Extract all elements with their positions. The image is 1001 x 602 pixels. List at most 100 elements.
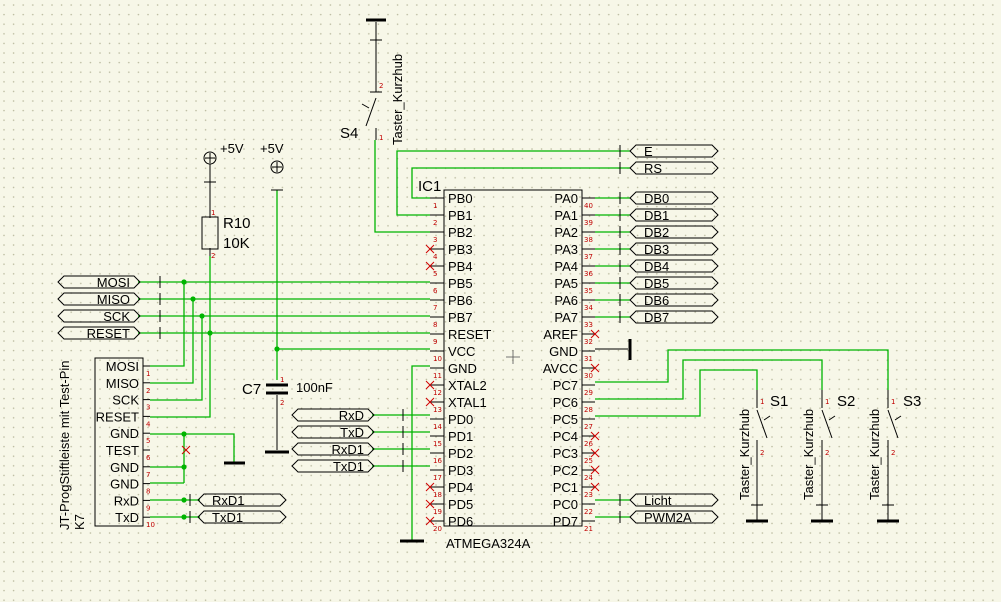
net-label: RxD1 xyxy=(291,442,375,457)
net-label-text: DB7 xyxy=(644,310,669,325)
ic1-pin-name: PB2 xyxy=(448,225,473,240)
k7-pin-number: 4 xyxy=(146,420,151,428)
capacitor-c7: +5V C7 100nF 1 2 xyxy=(242,141,333,454)
no-connect-mark xyxy=(425,499,435,509)
k7-pin-name: GND xyxy=(110,460,139,475)
ic1-pin-name: PD1 xyxy=(448,429,473,444)
ic1-pin-number: 15 xyxy=(433,440,442,448)
ic1-pin-name: PA0 xyxy=(554,191,578,206)
ic1-pin-name: PC2 xyxy=(553,463,578,478)
net-label: Licht xyxy=(629,493,719,508)
ic1-pin-number: 38 xyxy=(584,236,593,244)
ic1-pin-number: 27 xyxy=(584,423,593,431)
no-connect-mark xyxy=(590,482,600,492)
net-label: TxD1 xyxy=(197,510,287,525)
ic1-pin-number: 35 xyxy=(584,287,593,295)
k7-pin-name: TxD xyxy=(115,510,139,525)
net-label-text: MOSI xyxy=(97,275,130,290)
c7-supply-label: +5V xyxy=(260,141,284,156)
switch-s3: S3 Taster_Kurzhub 1 2 xyxy=(867,390,921,523)
net-label: DB7 xyxy=(629,310,719,325)
no-connect-mark xyxy=(425,380,435,390)
ic1-pin-number: 36 xyxy=(584,270,593,278)
ic1-pin-name: PC3 xyxy=(553,446,578,461)
ic1-pin-name: PC0 xyxy=(553,497,578,512)
net-label: DB3 xyxy=(629,242,719,257)
ic1-pin-name: PC5 xyxy=(553,412,578,427)
ic1-pin-number: 13 xyxy=(433,406,442,414)
net-label: RxD1 xyxy=(197,493,287,508)
net-label: RxD xyxy=(291,408,375,423)
net-label: E xyxy=(629,144,719,159)
net-label-text: MISO xyxy=(97,292,130,307)
ic1-pin-name: PB4 xyxy=(448,259,473,274)
ic1-pin-number: 26 xyxy=(584,440,593,448)
ic1-pin-number: 9 xyxy=(433,338,437,346)
net-label: TxD xyxy=(291,425,375,440)
net-label: DB1 xyxy=(629,208,719,223)
ic1-pin-number: 32 xyxy=(584,338,593,346)
ic1-pin-number: 34 xyxy=(584,304,593,312)
c7-pin1: 1 xyxy=(280,376,284,384)
s1-type: Taster_Kurzhub xyxy=(737,409,752,500)
r10-supply-label: +5V xyxy=(220,141,244,156)
net-label-text: TxD1 xyxy=(333,459,364,474)
ic1-pin-number: 3 xyxy=(433,236,437,244)
ic1-pin-number: 23 xyxy=(584,491,593,499)
no-connect-mark xyxy=(590,431,600,441)
s3-ref: S3 xyxy=(903,393,921,410)
ic1-pin-number: 8 xyxy=(433,321,437,329)
r10-ref: R10 xyxy=(223,215,251,232)
ic1-part: ATMEGA324A xyxy=(446,536,531,551)
net-label: RESET xyxy=(57,326,141,341)
ic1-pin-number: 11 xyxy=(433,372,442,380)
ic1-pin-name: AREF xyxy=(543,327,578,342)
ic1-ref: IC1 xyxy=(418,178,441,195)
s3-pin2: 2 xyxy=(891,449,895,457)
net-label-text: DB4 xyxy=(644,259,669,274)
ic1-pin-name: VCC xyxy=(448,344,475,359)
ic1-pin-name: PA4 xyxy=(554,259,578,274)
ic1-pin-number: 5 xyxy=(433,270,437,278)
net-label-text: SCK xyxy=(103,309,130,324)
net-label-text: RxD xyxy=(339,408,364,423)
s2-type: Taster_Kurzhub xyxy=(801,409,816,500)
net-label: DB4 xyxy=(629,259,719,274)
ic1-pin-number: 14 xyxy=(433,423,442,431)
no-connect-mark xyxy=(590,329,600,339)
k7-pin-number: 8 xyxy=(146,488,150,496)
k7-body xyxy=(94,357,144,527)
k7-pin-name: RESET xyxy=(96,409,139,424)
k7-pin-name: RxD xyxy=(114,493,139,508)
ic1-pin-number: 12 xyxy=(433,389,442,397)
net-label-text: DB2 xyxy=(644,225,669,240)
s1-ref: S1 xyxy=(770,393,788,410)
c7-value: 100nF xyxy=(296,380,333,395)
switch-s4: S4 Taster_Kurzhub 2 1 xyxy=(340,18,405,145)
s2-pin2: 2 xyxy=(825,449,829,457)
ic1-pin-name: PD4 xyxy=(448,480,473,495)
ic1-pin-number: 16 xyxy=(433,457,442,465)
ic1-pin-number: 2 xyxy=(433,219,437,227)
c7-pin2: 2 xyxy=(280,399,284,407)
ic1-pin-number: 17 xyxy=(433,474,442,482)
ic1-pin-name: PD0 xyxy=(448,412,473,427)
ic1-pin-name: XTAL1 xyxy=(448,395,487,410)
net-label-text: TxD xyxy=(340,425,364,440)
ic1-pin-number: 31 xyxy=(584,355,593,363)
net-label: DB0 xyxy=(629,191,719,206)
net-label-text: DB5 xyxy=(644,276,669,291)
k7-pin-name: MOSI xyxy=(106,359,139,374)
no-connect-mark xyxy=(425,397,435,407)
net-label-text: E xyxy=(644,144,653,159)
k7-pin-number: 10 xyxy=(146,521,155,529)
c7-ref: C7 xyxy=(242,381,261,398)
ic1-pin-name: GND xyxy=(448,361,477,376)
no-connect-mark xyxy=(181,445,191,455)
